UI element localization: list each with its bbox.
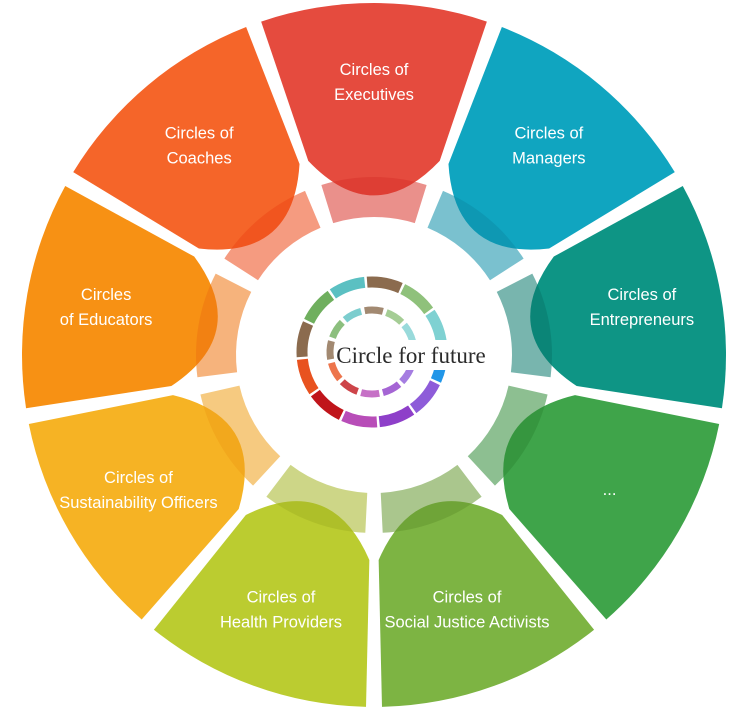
segment-executives-label-line2: Executives bbox=[334, 86, 414, 104]
logo-arc bbox=[304, 290, 335, 324]
logo-arc bbox=[400, 284, 434, 315]
segment-health-providers-label-line1: Circles of bbox=[247, 589, 316, 607]
segment-social-justice-activists-label-line1: Circles of bbox=[433, 589, 502, 607]
center-hub: Circle for future bbox=[254, 235, 494, 475]
segment-executives-shape bbox=[261, 2, 487, 196]
segment-social-justice-activists-label-line2: Social Justice Activists bbox=[384, 614, 549, 632]
segment-more-inner-ring bbox=[467, 385, 548, 486]
segment-coaches-label-line2: Coaches bbox=[167, 150, 232, 168]
segment-managers-label-line1: Circles of bbox=[514, 125, 583, 143]
segment-managers-label-line2: Managers bbox=[512, 150, 585, 168]
segment-sustainability-officers-inner-ring bbox=[200, 385, 281, 486]
segment-educators-label-line1: Circles bbox=[81, 286, 131, 304]
segment-health-providers-label-line2: Health Providers bbox=[220, 614, 342, 632]
logo-inner-arc bbox=[328, 361, 343, 382]
segment-health-providers: Circles of Health Providers bbox=[153, 464, 370, 707]
logo-arc bbox=[366, 276, 403, 294]
segment-managers: Circles of Managers bbox=[427, 27, 675, 281]
segment-entrepreneurs-inner-ring bbox=[496, 273, 553, 378]
segment-educators-inner-ring bbox=[195, 273, 252, 378]
logo-arc bbox=[296, 358, 319, 395]
segment-executives: Circles of Executives bbox=[261, 2, 487, 224]
logo-arc bbox=[310, 389, 344, 420]
segment-entrepreneurs-label-line1: Circles of bbox=[607, 286, 676, 304]
logo-arc bbox=[409, 380, 440, 414]
segment-more: ... bbox=[467, 385, 720, 620]
logo-arc bbox=[296, 321, 314, 358]
center-title: Circle for future bbox=[336, 343, 485, 368]
segment-educators: Circles of Educators bbox=[21, 185, 252, 409]
logo-inner-arc bbox=[342, 308, 363, 323]
segment-coaches: Circles of Coaches bbox=[73, 27, 321, 281]
logo-inner-arc bbox=[381, 381, 402, 396]
segment-entrepreneurs: Circles of Entrepreneurs bbox=[496, 185, 727, 409]
segment-sustainability-officers-label-line1: Circles of bbox=[104, 469, 173, 487]
segment-social-justice-activists-inner-ring bbox=[380, 464, 482, 533]
segment-executives-inner-ring bbox=[321, 176, 427, 224]
segment-managers-shape bbox=[448, 27, 675, 250]
segment-more-shape bbox=[503, 395, 720, 620]
logo-inner-arc bbox=[364, 306, 384, 315]
segment-coaches-label-line1: Circles of bbox=[165, 125, 234, 143]
segment-entrepreneurs-label-line2: Entrepreneurs bbox=[590, 311, 695, 329]
segment-coaches-shape bbox=[73, 27, 300, 250]
logo-arc bbox=[378, 405, 415, 428]
segment-coaches-inner-ring bbox=[224, 190, 321, 281]
circle-for-future-logo-icon bbox=[296, 276, 482, 428]
logo-inner-arc bbox=[326, 340, 335, 360]
segment-social-justice-activists: Circles of Social Justice Activists bbox=[378, 464, 595, 707]
segment-more-label-line1: ... bbox=[603, 481, 617, 499]
segment-sustainability-officers: Circles of Sustainability Officers bbox=[28, 385, 281, 620]
segment-educators-label-line2: of Educators bbox=[60, 311, 153, 329]
logo-inner-arc bbox=[329, 319, 345, 339]
logo-inner-arc bbox=[339, 379, 359, 395]
center-title-backdrop bbox=[340, 340, 482, 370]
logo-inner-arc bbox=[385, 309, 405, 325]
segment-sustainability-officers-shape bbox=[28, 395, 245, 620]
segment-entrepreneurs-shape bbox=[530, 185, 727, 409]
logo-arc bbox=[341, 410, 378, 428]
segment-sustainability-officers-label-line2: Sustainability Officers bbox=[59, 494, 217, 512]
segment-social-justice-activists-shape bbox=[378, 501, 595, 707]
segment-managers-inner-ring bbox=[427, 190, 524, 281]
logo-arc bbox=[329, 276, 366, 299]
segment-educators-shape bbox=[21, 185, 218, 409]
logo-inner-arc bbox=[360, 389, 380, 398]
segment-executives-label-line1: Circles of bbox=[340, 61, 409, 79]
segment-health-providers-inner-ring bbox=[266, 464, 368, 533]
segment-health-providers-shape bbox=[153, 501, 370, 707]
